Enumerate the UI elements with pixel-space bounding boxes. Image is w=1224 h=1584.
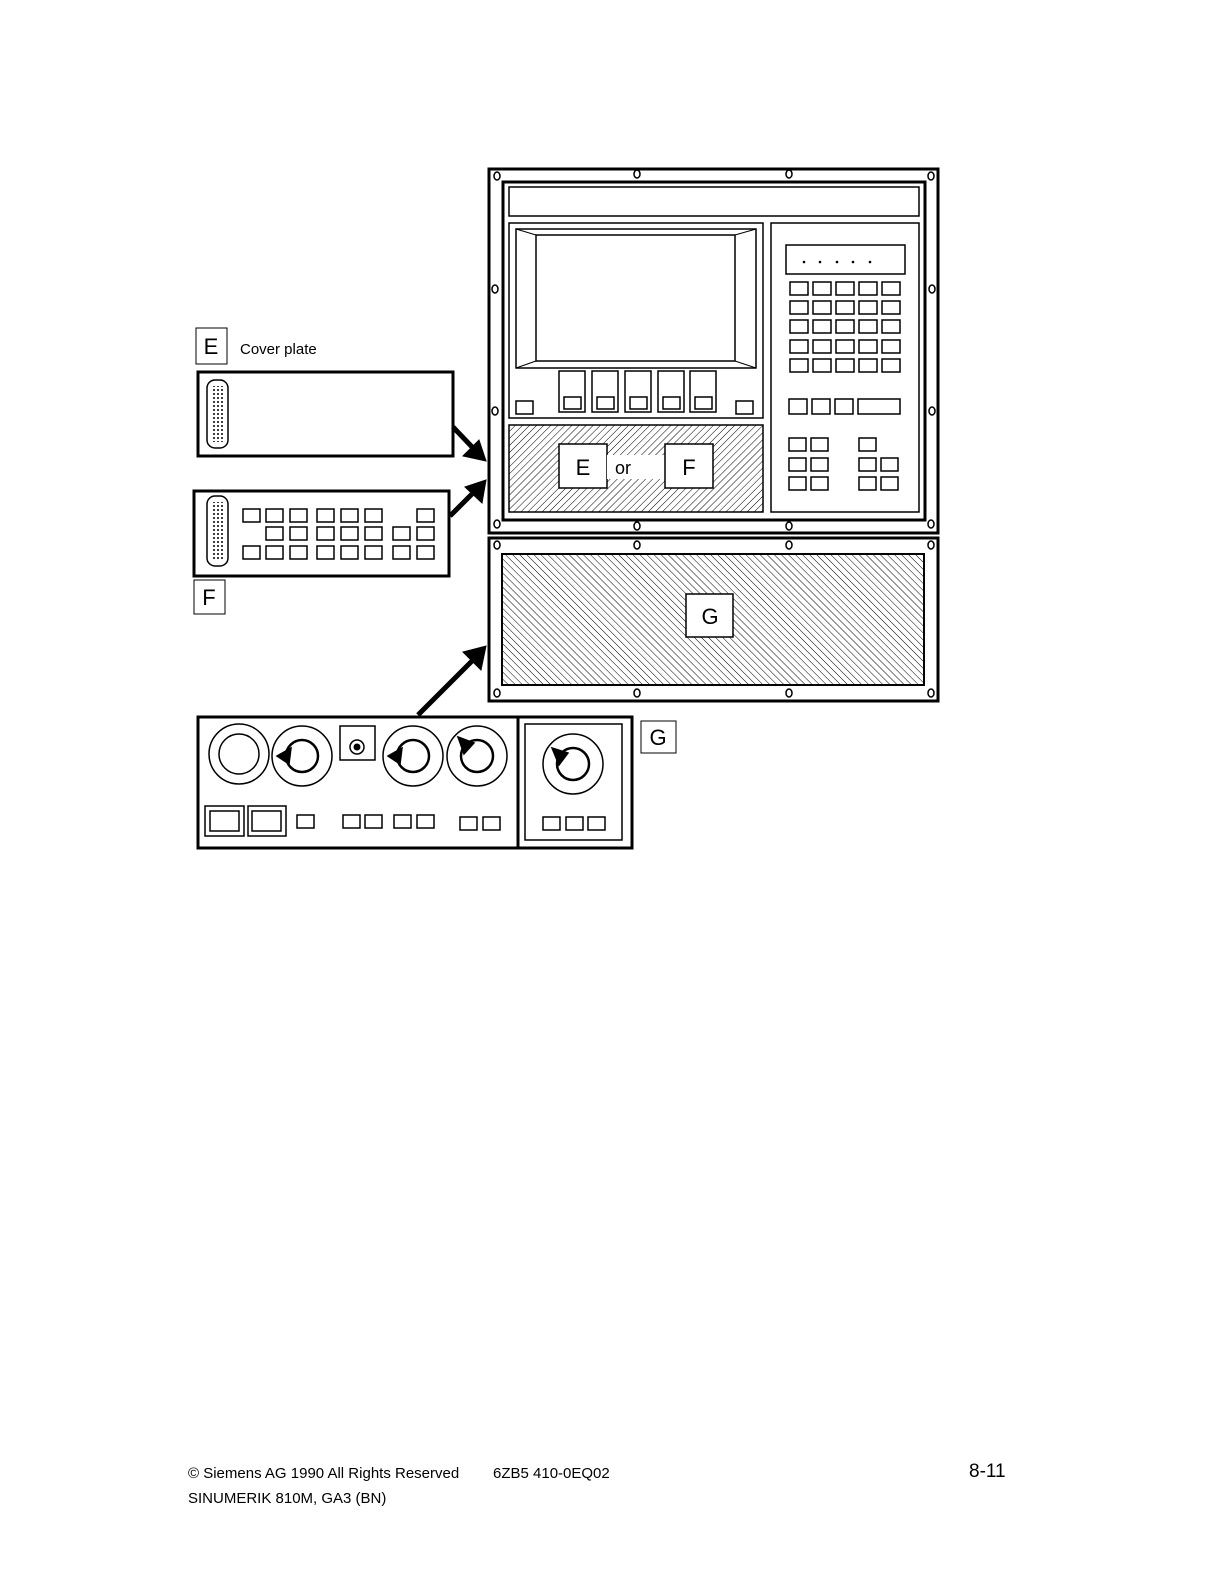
module-f-key: [266, 527, 283, 540]
keypad-key: [882, 359, 900, 372]
keypad-key: [813, 320, 831, 333]
keypad-key: [859, 359, 877, 372]
keypad-key: [813, 340, 831, 353]
footer-doc-number: 6ZB5 410-0EQ02: [493, 1465, 610, 1482]
keypad-key: [790, 359, 808, 372]
slot-label-f: F: [682, 455, 695, 480]
override-knob-icon: [272, 726, 332, 786]
module-f-key: [417, 509, 434, 522]
keypad-key: [813, 359, 831, 372]
keypad-key: [836, 301, 854, 314]
keypad-key: [859, 320, 877, 333]
keypad-key: [836, 320, 854, 333]
module-f-key: [266, 546, 283, 559]
keypad-key: [836, 340, 854, 353]
footer-copyright: © Siemens AG 1990 All Rights Reserved: [188, 1465, 459, 1482]
footer-product: SINUMERIK 810M, GA3 (BN): [188, 1490, 386, 1507]
override-knob-icon: [447, 726, 507, 786]
module-f-key: [243, 509, 260, 522]
keypad: [790, 282, 900, 372]
module-e-label: E: [204, 334, 219, 359]
module-f-key: [341, 546, 358, 559]
display-strip: [786, 245, 905, 274]
keypad-key: [882, 301, 900, 314]
module-f-key: [393, 546, 410, 559]
keypad-key: [836, 282, 854, 295]
keypad-key: [859, 301, 877, 314]
keypad-key: [836, 359, 854, 372]
slot-label-e: E: [576, 455, 591, 480]
module-g-label: G: [649, 725, 666, 750]
keypad-key: [859, 340, 877, 353]
arrow-f-to-slot: [450, 494, 472, 516]
crt-screen: [516, 229, 756, 368]
softkeys: [516, 371, 753, 414]
keypad-key: [882, 320, 900, 333]
keypad-key: [882, 282, 900, 295]
module-f-keys: [243, 509, 434, 559]
module-f-key: [365, 509, 382, 522]
arrow-e-to-slot: [453, 427, 474, 449]
main-control-panel: E or F: [489, 169, 938, 533]
module-f-key: [417, 546, 434, 559]
keypad-key: [790, 320, 808, 333]
module-f-key: [317, 546, 334, 559]
module-f-key: [365, 546, 382, 559]
machine-panel-slot: G: [489, 538, 938, 701]
module-f-key: [341, 527, 358, 540]
module-f-key: [393, 527, 410, 540]
module-slot-e-or-f: E or F: [509, 425, 763, 512]
slot-label-or: or: [615, 458, 631, 478]
module-f-key: [290, 527, 307, 540]
keyswitch-icon: [340, 726, 375, 760]
module-e-cover-plate: E Cover plate: [196, 328, 453, 456]
override-knob-icon: [383, 726, 443, 786]
module-g: G: [198, 717, 676, 848]
cover-plate-label: Cover plate: [240, 341, 317, 358]
spindle-override-knob-icon: [543, 734, 603, 794]
module-f-key: [266, 509, 283, 522]
keypad-key: [790, 282, 808, 295]
module-f-label: F: [202, 585, 215, 610]
keypad-key: [859, 282, 877, 295]
machine-keys: [205, 806, 605, 836]
slot-label-g: G: [701, 604, 718, 629]
footer-page-number: 8-11: [969, 1461, 1006, 1483]
keypad-key: [813, 301, 831, 314]
module-f-key: [365, 527, 382, 540]
emergency-stop-icon: [209, 724, 269, 784]
module-f-key: [290, 546, 307, 559]
module-f: F: [194, 491, 449, 614]
module-f-key: [317, 509, 334, 522]
module-f-key: [290, 509, 307, 522]
cursor-keys: [789, 438, 898, 490]
keypad-key: [790, 301, 808, 314]
module-f-key: [417, 527, 434, 540]
connector-icon: [207, 496, 228, 566]
connector-icon: [207, 380, 228, 448]
arrows: [418, 427, 486, 715]
module-f-key: [317, 527, 334, 540]
keypad-row-bottom: [789, 399, 900, 414]
module-f-key: [341, 509, 358, 522]
keypad-key: [813, 282, 831, 295]
module-f-key: [243, 546, 260, 559]
keypad-key: [790, 340, 808, 353]
arrow-g-to-slot: [418, 660, 473, 715]
keypad-key: [882, 340, 900, 353]
